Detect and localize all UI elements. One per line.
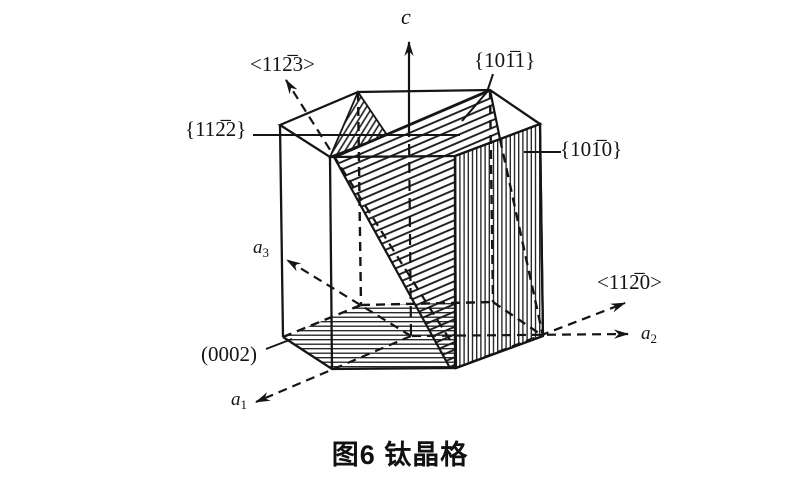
axes bbox=[255, 41, 629, 404]
hidden-edge-bottom-back bbox=[360, 300, 494, 307]
edge-front-left-vertical bbox=[328, 156, 334, 370]
axis-c-line-hidden bbox=[407, 134, 413, 336]
direction-1120-arrow bbox=[455, 301, 626, 370]
leader-plane-1011 bbox=[461, 73, 494, 122]
hidden-edge-bottom-back-right bbox=[492, 301, 544, 337]
direction-1120-label: <112̅0> bbox=[597, 270, 662, 294]
axis-a3-arrow bbox=[286, 259, 412, 337]
figure-caption: 图6 钛晶格 bbox=[331, 440, 469, 470]
axis-a3-label: a3 bbox=[253, 237, 269, 260]
hidden-edge-pyramidal-plane bbox=[498, 138, 545, 337]
plane-1122-label: {112̅2} bbox=[185, 117, 247, 141]
leader-lines bbox=[253, 73, 561, 350]
leader-plane-0002 bbox=[265, 338, 293, 350]
edge-right-vertical bbox=[538, 123, 545, 337]
axis-a1-arrow bbox=[255, 334, 412, 404]
axis-c-label: c bbox=[401, 4, 411, 29]
edge-left-vertical bbox=[278, 124, 285, 338]
prism-face-1010 bbox=[453, 122, 545, 370]
plane-0002-label: (0002) bbox=[201, 342, 257, 366]
hidden-edge-back-right-vertical bbox=[488, 89, 495, 303]
prism-edges bbox=[277, 88, 545, 371]
direction-1123-arrow bbox=[285, 79, 451, 341]
axis-a2-label: a2 bbox=[641, 323, 657, 346]
direction-1123-label: <112̅3> bbox=[250, 52, 315, 76]
plane-1010-label: {101̅0} bbox=[560, 137, 623, 161]
axis-a1-label: a1 bbox=[231, 389, 247, 412]
plane-1011-label: {101̅1} bbox=[474, 48, 536, 72]
